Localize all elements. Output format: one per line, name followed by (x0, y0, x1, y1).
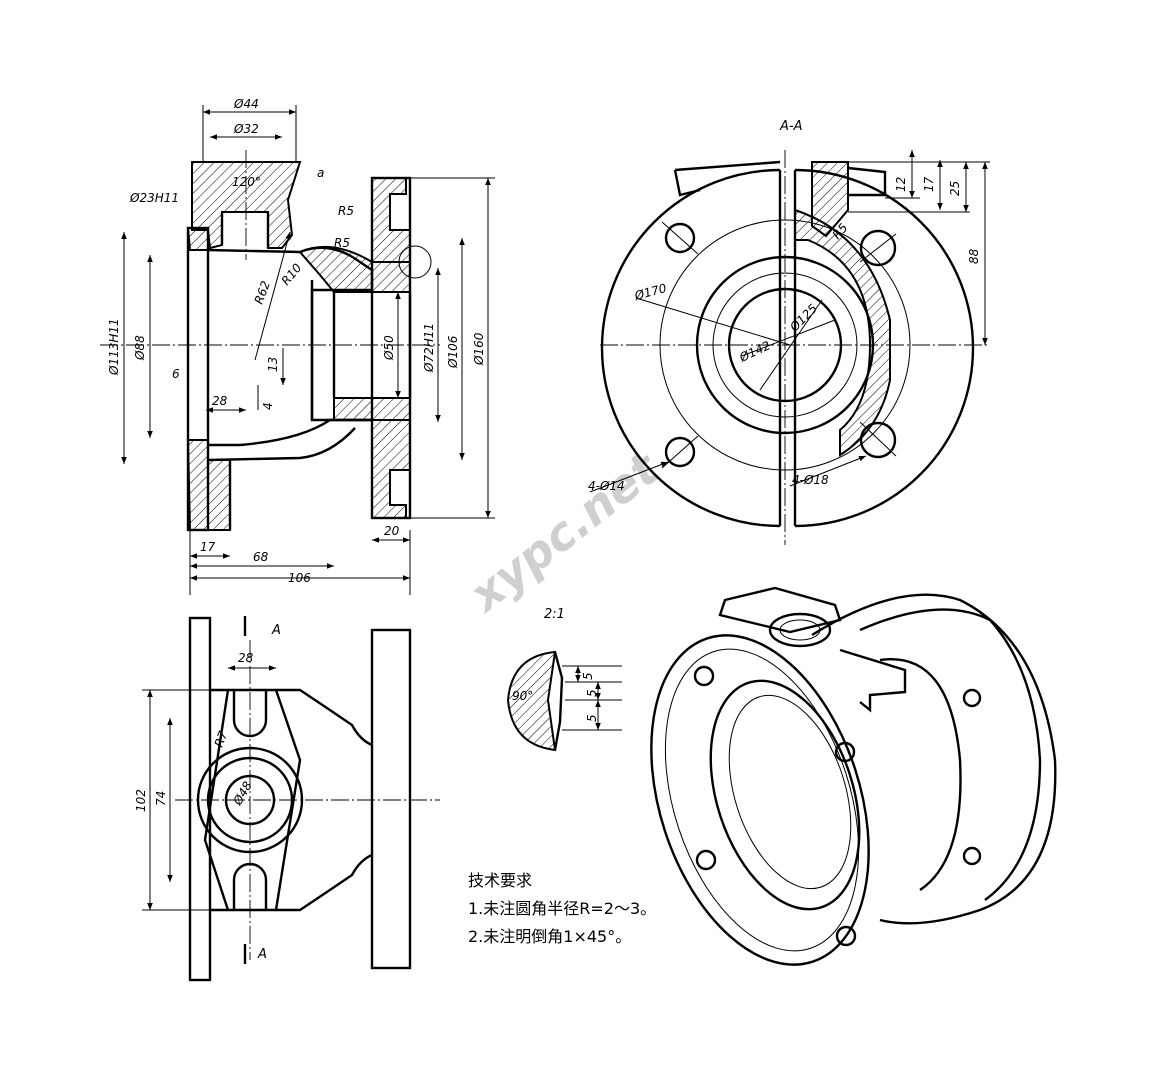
dim-d160: Ø160 (472, 332, 486, 366)
dim-5a: 5 (581, 672, 595, 680)
dim-d23: Ø23H11 (129, 191, 179, 205)
dim-12: 12 (894, 177, 908, 192)
dim-17: 17 (922, 176, 936, 192)
section-mark-a-bottom: A (257, 947, 267, 962)
dim-d125: Ø125 (787, 301, 820, 334)
dim-d50: Ø50 (382, 335, 396, 361)
dim-17: 17 (200, 540, 216, 554)
dim-28-top: 28 (238, 651, 254, 665)
dim-d44: Ø44 (233, 97, 259, 111)
dim-d106: Ø106 (446, 335, 460, 369)
dim-4: 4 (261, 402, 275, 410)
dim-d142: Ø142 (736, 338, 772, 365)
dim-d88: Ø88 (133, 335, 147, 361)
tech-item-2: 2.未注明倒角1×45°。 (468, 927, 631, 946)
dim-5c: 5 (585, 714, 599, 722)
dim-90: 90° (512, 689, 533, 703)
dim-88: 88 (967, 248, 981, 264)
dim-d170: Ø170 (632, 281, 668, 303)
dim-r7: R7 (212, 729, 231, 749)
watermark-text: xypc.net (458, 441, 670, 623)
dim-20: 20 (384, 524, 400, 538)
dim-d113: Ø113H11 (107, 318, 121, 376)
tech-item-1: 1.未注圆角半径R=2～3。 (468, 899, 656, 918)
dim-106: 106 (288, 571, 311, 585)
dim-holes14: 4-Ø14 (588, 479, 625, 493)
dim-68: 68 (253, 550, 269, 564)
dim-28: 28 (212, 394, 228, 408)
section-mark-a-top: A (271, 623, 281, 638)
dim-25: 25 (948, 181, 962, 196)
tech-title: 技术要求 (468, 871, 532, 890)
section-title: A-A (779, 119, 802, 134)
top-view: A A 28 R7 Ø48 102 74 (134, 616, 440, 982)
dim-r5b: R5 (334, 236, 350, 250)
detail-view: 2:1 90° 5 5 5 (506, 607, 622, 752)
dim-r10: R10 (279, 261, 305, 288)
dim-d32: Ø32 (233, 122, 259, 136)
dim-holes18: 4-Ø18 (792, 473, 829, 487)
dim-74: 74 (154, 791, 168, 806)
dim-r62: R62 (252, 279, 273, 306)
dim-a: a (317, 166, 324, 180)
isometric-view (650, 586, 1057, 966)
main-view: Ø44 Ø32 120° Ø23H11 a R5 R5 R10 R62 Ø113… (100, 97, 495, 595)
dim-d72: Ø72H11 (422, 323, 436, 373)
dim-102: 102 (134, 789, 148, 812)
dim-6: 6 (172, 367, 180, 381)
tech-requirements: 技术要求 1.未注圆角半径R=2～3。 2.未注明倒角1×45°。 (468, 871, 656, 946)
dim-5b: 5 (585, 689, 599, 697)
dim-r5a: R5 (338, 204, 354, 218)
dim-13: 13 (266, 357, 280, 372)
detail-scale: 2:1 (544, 607, 565, 622)
dim-a120: 120° (232, 175, 261, 189)
